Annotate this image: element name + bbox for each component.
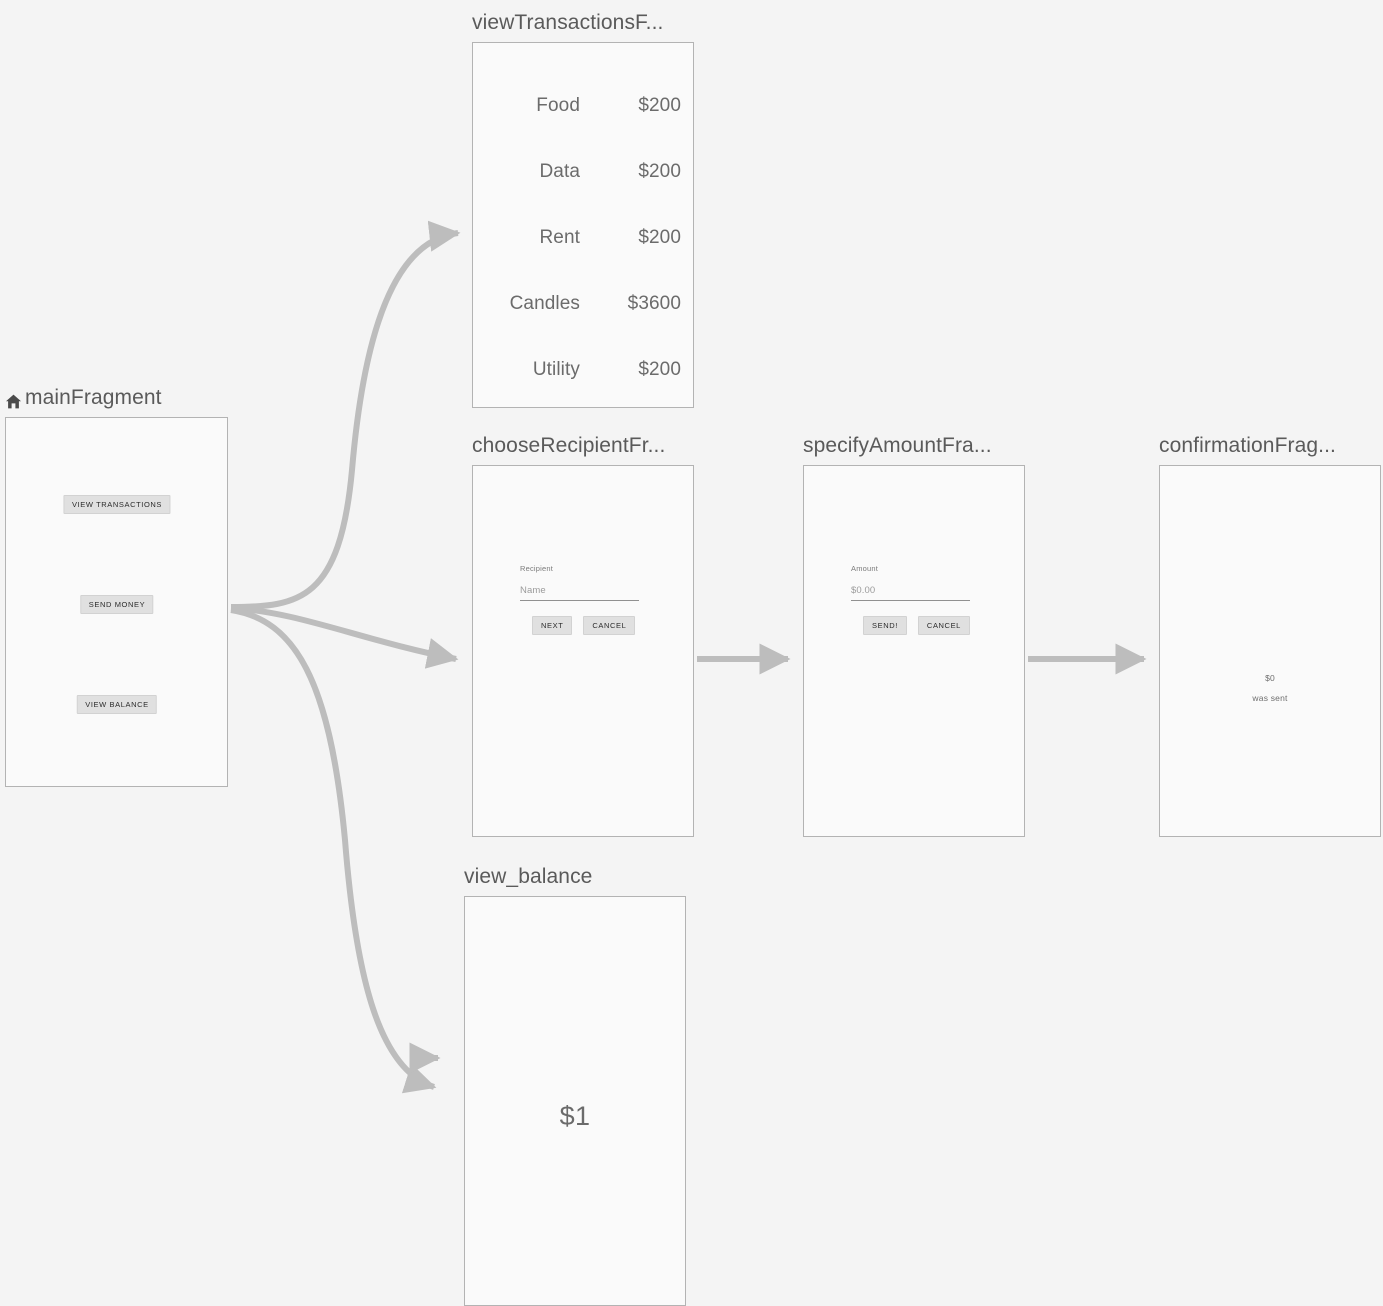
preview-view-balance[interactable]: $1	[464, 896, 686, 1306]
confirmation-text: was sent	[1252, 693, 1288, 703]
amount-field-label: Amount	[851, 564, 879, 573]
transaction-amount: $3600	[627, 293, 681, 314]
transaction-name: Data	[539, 161, 580, 182]
table-row: Utility $200	[473, 337, 693, 403]
recipient-form: Recipient Name NEXT CANCEL	[520, 564, 650, 635]
node-label-choose-recipient: chooseRecipientFr...	[472, 433, 694, 459]
next-button[interactable]: NEXT	[532, 616, 573, 635]
balance-amount: $1	[559, 1101, 591, 1131]
send-money-button[interactable]: SEND MONEY	[79, 595, 154, 614]
node-title-specify-amount: specifyAmountFra...	[803, 434, 992, 457]
preview-view-transactions[interactable]: Food $200 Data $200 Rent $200 Candles $3…	[472, 42, 694, 408]
table-row: Candles $3600	[473, 271, 693, 337]
amount-form: Amount $0.00 SEND! CANCEL	[851, 564, 981, 635]
view-balance-button[interactable]: VIEW BALANCE	[76, 695, 157, 714]
edge-main-to-recipient	[230, 605, 459, 669]
transaction-list: Food $200 Data $200 Rent $200 Candles $3…	[473, 73, 693, 403]
node-view-transactions[interactable]: viewTransactionsF... Food $200 Data $200…	[472, 10, 694, 408]
transaction-name: Utility	[532, 359, 580, 380]
node-main-fragment[interactable]: mainFragment VIEW TRANSACTIONS SEND MONE…	[5, 385, 228, 787]
node-title-confirmation: confirmationFrag...	[1159, 434, 1336, 457]
node-label-view-balance: view_balance	[464, 864, 686, 890]
view-transactions-button[interactable]: VIEW TRANSACTIONS	[62, 495, 171, 514]
cancel-button[interactable]: CANCEL	[583, 616, 636, 635]
send-button[interactable]: SEND!	[863, 616, 907, 635]
cancel-button[interactable]: CANCEL	[917, 616, 970, 635]
preview-choose-recipient[interactable]: Recipient Name NEXT CANCEL	[472, 465, 694, 837]
confirmation-message-block: $0 was sent	[1160, 673, 1380, 704]
transaction-name: Rent	[539, 227, 580, 248]
node-title-main-fragment: mainFragment	[25, 386, 162, 409]
recipient-form-actions: NEXT CANCEL	[520, 616, 650, 635]
table-row: Rent $200	[473, 205, 693, 271]
node-choose-recipient[interactable]: chooseRecipientFr... Recipient Name NEXT…	[472, 433, 694, 837]
transaction-amount: $200	[638, 95, 681, 116]
preview-main-fragment[interactable]: VIEW TRANSACTIONS SEND MONEY VIEW BALANC…	[5, 417, 228, 787]
amount-input[interactable]: $0.00	[851, 585, 970, 601]
table-row: Food $200	[473, 73, 693, 139]
edge-main-to-transactions	[230, 220, 461, 610]
node-label-confirmation: confirmationFrag...	[1159, 433, 1381, 459]
node-view-balance[interactable]: view_balance $1	[464, 864, 686, 1306]
node-label-specify-amount: specifyAmountFra...	[803, 433, 1025, 459]
preview-confirmation[interactable]: $0 was sent	[1159, 465, 1381, 837]
transaction-amount: $200	[638, 359, 681, 380]
edge-main-to-balance	[230, 607, 437, 1094]
node-title-view-balance: view_balance	[464, 865, 593, 888]
transaction-name: Candles	[509, 293, 580, 314]
transaction-amount: $200	[638, 161, 681, 182]
table-row: Data $200	[473, 139, 693, 205]
recipient-field-label: Recipient	[520, 564, 554, 573]
recipient-name-input[interactable]: Name	[520, 585, 639, 601]
home-icon	[5, 391, 22, 408]
node-specify-amount[interactable]: specifyAmountFra... Amount $0.00 SEND! C…	[803, 433, 1025, 837]
transaction-name: Food	[536, 95, 580, 116]
amount-form-actions: SEND! CANCEL	[851, 616, 981, 635]
node-title-view-transactions: viewTransactionsF...	[472, 11, 664, 34]
node-label-main-fragment: mainFragment	[5, 385, 228, 411]
node-label-view-transactions: viewTransactionsF...	[472, 10, 694, 36]
node-confirmation[interactable]: confirmationFrag... $0 was sent	[1159, 433, 1381, 837]
node-title-choose-recipient: chooseRecipientFr...	[472, 434, 666, 457]
transaction-amount: $200	[638, 227, 681, 248]
confirmation-amount: $0	[1265, 673, 1275, 683]
preview-specify-amount[interactable]: Amount $0.00 SEND! CANCEL	[803, 465, 1025, 837]
